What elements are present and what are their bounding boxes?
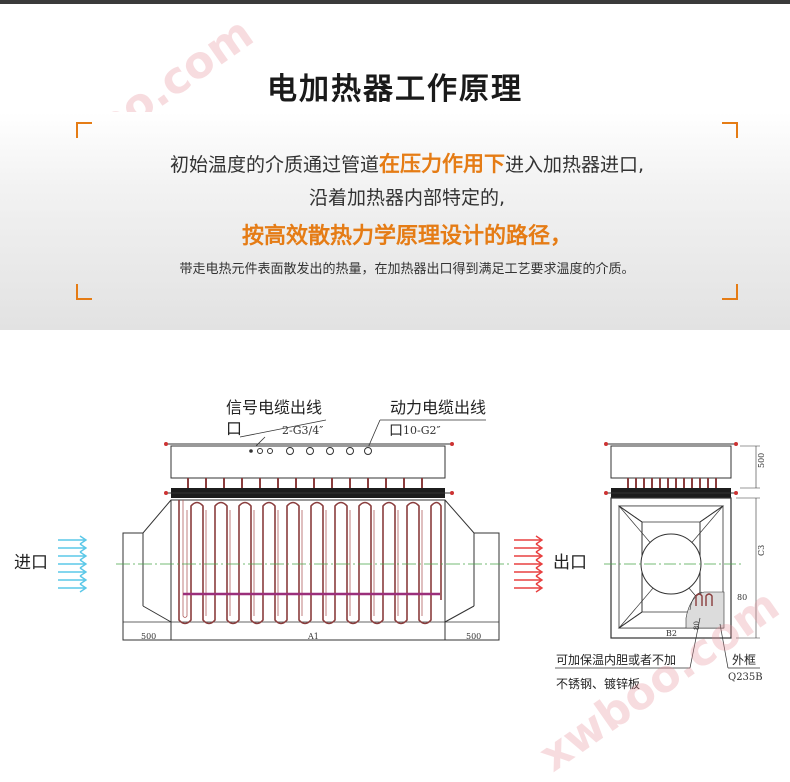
page-title: 电加热器工作原理 <box>267 72 523 107</box>
signal-cable-spec: 2-G3/4″ <box>282 424 323 437</box>
outlet-arrows <box>514 535 544 593</box>
corner-bracket <box>722 284 738 300</box>
intro-frame <box>76 122 738 300</box>
intro-line-4: 带走电热元件表面散发出的热量，在加热器出口得到满足工艺要求温度的介质。 <box>179 262 635 277</box>
heater-schematic: 信号电缆出线 口 2-G3/4″ 动力电缆出线 口 10-G2″ <box>14 398 766 691</box>
corner-bracket <box>722 122 738 138</box>
power-cable-mouth: 口 <box>389 423 403 439</box>
intro-line-2: 沿着加热器内部特定的, <box>308 187 506 209</box>
power-cable-spec: 10-G2″ <box>403 424 441 437</box>
intro-band <box>0 112 790 330</box>
front-view: 信号电缆出线 口 2-G3/4″ 动力电缆出线 口 10-G2″ <box>14 398 587 641</box>
signal-cable-mouth: 口 <box>226 419 242 438</box>
top-border-line <box>0 0 790 4</box>
signal-cable-label: 信号电缆出线 <box>226 398 322 417</box>
intro-line-1: 初始温度的介质通过管道在压力作用下进入加热器进口, <box>76 148 738 178</box>
intro-highlight: 在压力作用下 <box>378 152 505 176</box>
inlet-label: 进口 <box>14 553 48 573</box>
outlet-label: 出口 <box>553 553 587 573</box>
liner-note-2: 不锈钢、镀锌板 <box>556 677 640 691</box>
frame-label: 外框 <box>732 653 756 667</box>
dim-left: 500 <box>141 632 156 641</box>
side-dim-top: 500 <box>757 453 766 468</box>
intro-line-3: 按高效散热力学原理设计的路径， <box>241 224 572 249</box>
power-cable-label: 动力电缆出线 <box>390 398 486 417</box>
liner-note-1: 可加保温内胆或者不加 <box>556 653 676 667</box>
side-view: 500 C3 80 80 B2 可加保温内胆或者不加 不锈钢、镀锌板 外框 Q2… <box>555 442 766 691</box>
intro-line-1-suffix: 进入加热器进口, <box>504 154 645 176</box>
corner-bracket <box>76 122 92 138</box>
side-dim-b2: B2 <box>666 629 677 638</box>
dim-middle: A1 <box>307 632 319 641</box>
side-dim-80-b: 80 <box>693 621 701 630</box>
corner-bracket <box>76 284 92 300</box>
intro-line-1-prefix: 初始温度的介质通过管道 <box>169 154 379 176</box>
side-dim-80-a: 80 <box>737 593 747 602</box>
inlet-arrows <box>58 535 88 593</box>
side-dim-c3: C3 <box>757 545 766 556</box>
frame-material: Q235B <box>728 672 763 683</box>
dim-right: 500 <box>466 632 481 641</box>
